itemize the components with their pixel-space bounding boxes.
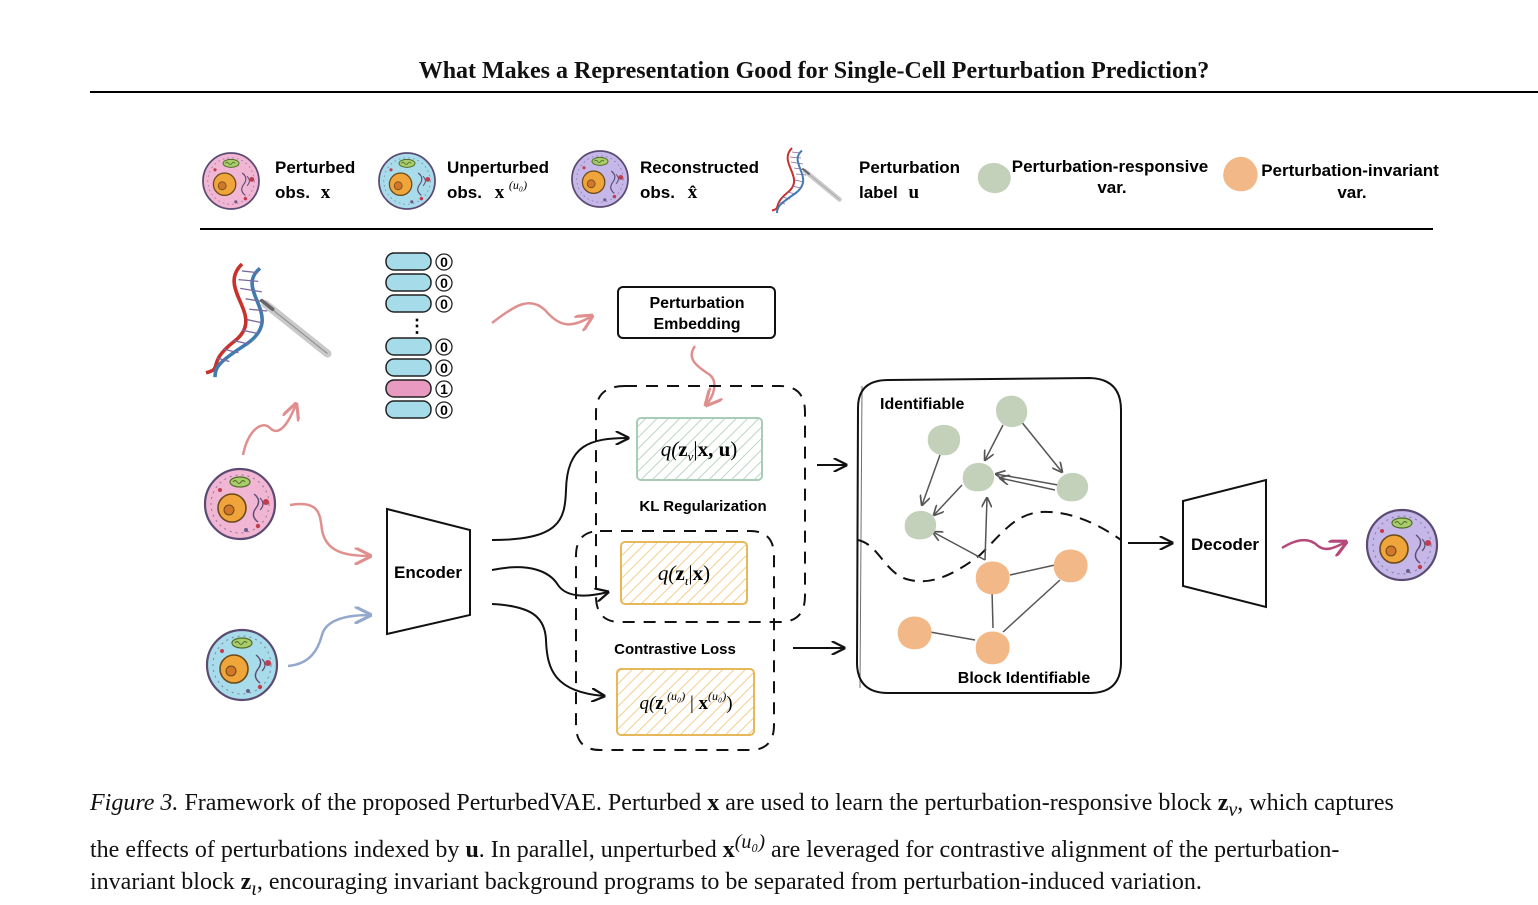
identifiable-label: Identifiable (880, 396, 965, 413)
invariant-node (975, 561, 1010, 595)
invariant-node (1053, 549, 1088, 583)
invariant-node-icon (1223, 156, 1258, 192)
q-z-iota-box: q(zι|x) (620, 541, 748, 605)
arrow-decoder-to-reconstruction (1281, 539, 1346, 549)
caption-line-2: the effects of perturbations indexed by … (90, 830, 1340, 863)
svg-text:0: 0 (440, 275, 448, 291)
decoder-label: Decoder (1191, 535, 1259, 554)
unperturbed-cell-icon (378, 152, 436, 210)
dna-pipette-icon (772, 148, 840, 213)
legend: Perturbed obs. x Unperturbed obs. x (u₀)… (202, 148, 1439, 213)
responsive-node (927, 424, 961, 456)
legend-invariant-line1: Perturbation-invariant (1261, 161, 1439, 180)
responsive-node (904, 510, 937, 540)
one-hot-entry: 0 (385, 252, 453, 271)
running-title: What Makes a Representation Good for Sin… (418, 58, 1210, 84)
q-z-nu-formula: q(zν|x, u) (661, 437, 738, 464)
caption-line-1: Figure 3. Framework of the proposed Pert… (90, 790, 1394, 821)
legend-reconstructed-line2: obs. x̂ (640, 182, 698, 203)
one-hot-ellipsis: ⋮ (408, 316, 426, 336)
one-hot-entry: 0 (385, 400, 453, 419)
legend-label-line1: Perturbation (859, 158, 960, 177)
one-hot-entry: 0 (385, 337, 453, 356)
arrow-encoder-to-qiota-u0 (491, 603, 604, 696)
arrow-encoder-to-qiota (491, 566, 608, 595)
reconstructed-cell-icon (571, 150, 629, 208)
responsive-node (962, 462, 995, 492)
responsive-node (996, 395, 1028, 428)
arrow-encoder-to-qnu (491, 438, 628, 541)
invariant-node (975, 631, 1010, 665)
q-z-iota-u0-box: q(zι(u₀) | x(u₀)) (616, 668, 755, 736)
legend-perturbed-line1: Perturbed (275, 158, 355, 177)
arrow-cell-to-label (241, 404, 296, 456)
svg-text:0: 0 (440, 402, 448, 418)
embedding-label-line1: Perturbation (649, 295, 744, 312)
one-hot-vector: 0 0 0 ⋮ 0 0 1 0 (385, 252, 453, 419)
svg-text:0: 0 (440, 339, 448, 355)
responsive-node (1056, 472, 1089, 502)
responsive-node-icon (977, 162, 1011, 194)
legend-responsive-line1: Perturbation-responsive (1012, 157, 1209, 176)
legend-label-line2: label u (859, 182, 919, 203)
legend-invariant-line2: var. (1337, 183, 1366, 202)
arrow-embedding-to-qnu (690, 345, 715, 405)
framework-figure: Perturbed obs. x Unperturbed obs. x (u₀)… (200, 0, 1439, 751)
perturbation-embedding-box: Perturbation Embedding (617, 286, 776, 339)
block-identifiable-label: Block Identifiable (958, 670, 1091, 687)
legend-unperturbed-line1: Unperturbed (447, 158, 549, 177)
legend-responsive-line2: var. (1097, 178, 1126, 197)
encoder-label: Encoder (394, 563, 462, 582)
embedding-label-line2: Embedding (653, 316, 740, 333)
svg-text:0: 0 (440, 360, 448, 376)
invariant-node (897, 616, 932, 650)
decoder-block: Decoder (1182, 478, 1267, 609)
kl-regularization-label: KL Regularization (639, 498, 766, 515)
one-hot-entry-active: 1 (385, 379, 453, 398)
arrow-perturbed-to-encoder (289, 502, 370, 556)
legend-reconstructed-line1: Reconstructed (640, 158, 759, 177)
dna-pipette-large-icon (206, 264, 328, 377)
legend-perturbed-line2: obs. x (275, 182, 331, 203)
contrastive-loss-label: Contrastive Loss (614, 641, 736, 658)
arrow-onehot-to-embedding (491, 301, 592, 324)
legend-unperturbed-line2: obs. x (u₀) (447, 178, 527, 203)
one-hot-entry: 0 (385, 358, 453, 377)
figure-caption: Figure 3. Framework of the proposed Pert… (90, 787, 1538, 905)
reconstructed-cell-large-icon (1365, 508, 1439, 582)
svg-text:0: 0 (440, 254, 448, 270)
q-z-iota-formula: q(zι|x) (658, 561, 710, 588)
perturbed-cell-large-icon (203, 467, 277, 541)
one-hot-entry: 0 (385, 294, 453, 313)
perturbed-cell-icon (202, 152, 260, 210)
svg-text:0: 0 (440, 296, 448, 312)
kl-region-outline (595, 385, 806, 623)
q-z-iota-u0-formula: q(zι(u₀) | x(u₀)) (639, 689, 732, 717)
arrow-unperturbed-to-encoder (287, 615, 370, 668)
one-hot-entry: 0 (385, 273, 453, 292)
caption-line-3: invariant block zι, encouraging invarian… (90, 868, 1202, 900)
unperturbed-cell-large-icon (205, 628, 279, 702)
q-z-nu-box: q(zν|x, u) (636, 417, 763, 481)
encoder-block: Encoder (386, 507, 471, 636)
contrastive-region-outline (575, 530, 775, 751)
header-rule (90, 91, 1538, 93)
identifiability-graph: Identifiable Block Identifiable (855, 376, 1122, 694)
svg-text:1: 1 (440, 381, 448, 397)
